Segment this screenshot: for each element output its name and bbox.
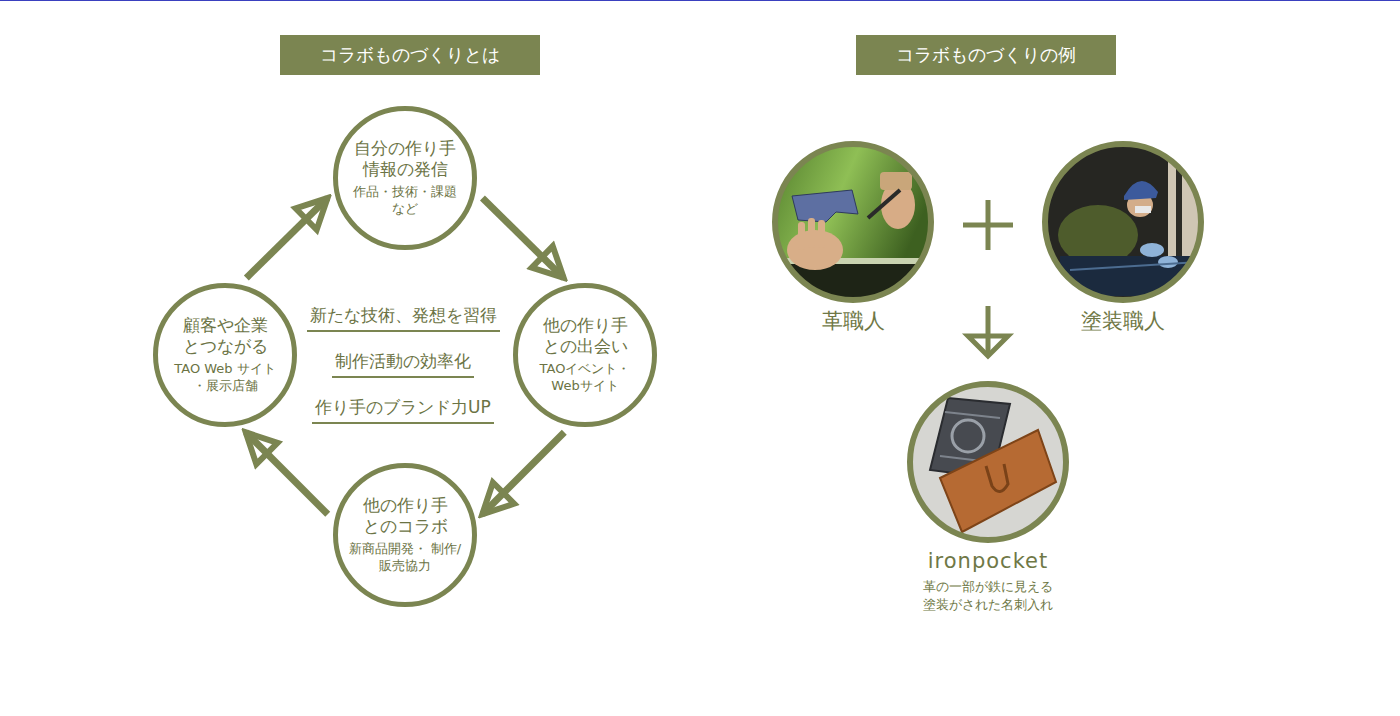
- photo-caption: ironpocket: [907, 549, 1069, 574]
- photo-border: [775, 144, 931, 300]
- benefit-label: 制作活動の効率化: [332, 350, 474, 378]
- step-detail: TAOイベント・ Webサイト: [527, 361, 643, 395]
- step-detail: 新商品開発・ 制作/販売協力: [347, 541, 463, 575]
- photo-outline: [1042, 141, 1204, 303]
- step-title: 自分の作り手 情報の発信: [346, 138, 464, 181]
- step-detail: TAO Web サイト ・展示店舗: [167, 361, 283, 395]
- cycle-arrow: [482, 198, 563, 278]
- cycle-arrow: [482, 432, 564, 514]
- cycle-arrow: [246, 198, 327, 278]
- cycle-step-circle: 他の作り手 との出会いTAOイベント・ Webサイト: [512, 282, 658, 428]
- photo-outline: [907, 381, 1069, 543]
- photo-circle: 塗装職人: [1042, 141, 1204, 334]
- section-title-bar: コラボものづくりとは: [280, 35, 540, 75]
- photo-border: [910, 384, 1066, 540]
- ironpocket-photo: [905, 380, 1075, 550]
- circle-border: [336, 466, 475, 605]
- step-title: 顧客や企業 とつながる: [166, 315, 284, 358]
- circle-border: [336, 109, 475, 248]
- step-title: 他の作り手 とのコラボ: [346, 495, 464, 538]
- painter-craftsman-photo: [1040, 140, 1210, 310]
- top-rule: [0, 0, 1400, 1]
- photo-border: [1045, 144, 1201, 300]
- circle-border: [516, 286, 655, 425]
- benefit-label: 新たな技術、発想を習得: [307, 304, 500, 332]
- photo-circle: 革職人: [772, 141, 934, 334]
- step-detail: 作品・技術・課題 など: [347, 184, 463, 218]
- section-title: コラボものづくりとは: [320, 43, 500, 67]
- benefit-label: 作り手のブランド力UP: [312, 396, 494, 424]
- down-arrow: [968, 306, 1008, 356]
- photo-outline: [772, 141, 934, 303]
- cycle-step-circle: 顧客や企業 とつながるTAO Web サイト ・展示店舗: [152, 282, 298, 428]
- photo-circle: ironpocket 革の一部が鉄に見える 塗装がされた名刺入れ: [907, 381, 1069, 613]
- cycle-arrow: [246, 432, 328, 514]
- plus-sign: [963, 200, 1013, 250]
- step-title: 他の作り手 との出会い: [526, 315, 644, 358]
- photo-caption: 塗装職人: [1042, 309, 1204, 334]
- cycle-step-circle: 他の作り手 とのコラボ新商品開発・ 制作/販売協力: [332, 462, 478, 608]
- section-title-bar: コラボものづくりの例: [856, 35, 1116, 75]
- leather-craftsman-photo: [770, 140, 940, 310]
- photo-description: 革の一部が鉄に見える 塗装がされた名刺入れ: [918, 578, 1058, 613]
- photo-caption: 革職人: [772, 309, 934, 334]
- cycle-step-circle: 自分の作り手 情報の発信作品・技術・課題 など: [332, 105, 478, 251]
- circle-border: [156, 286, 295, 425]
- section-title: コラボものづくりの例: [896, 43, 1076, 67]
